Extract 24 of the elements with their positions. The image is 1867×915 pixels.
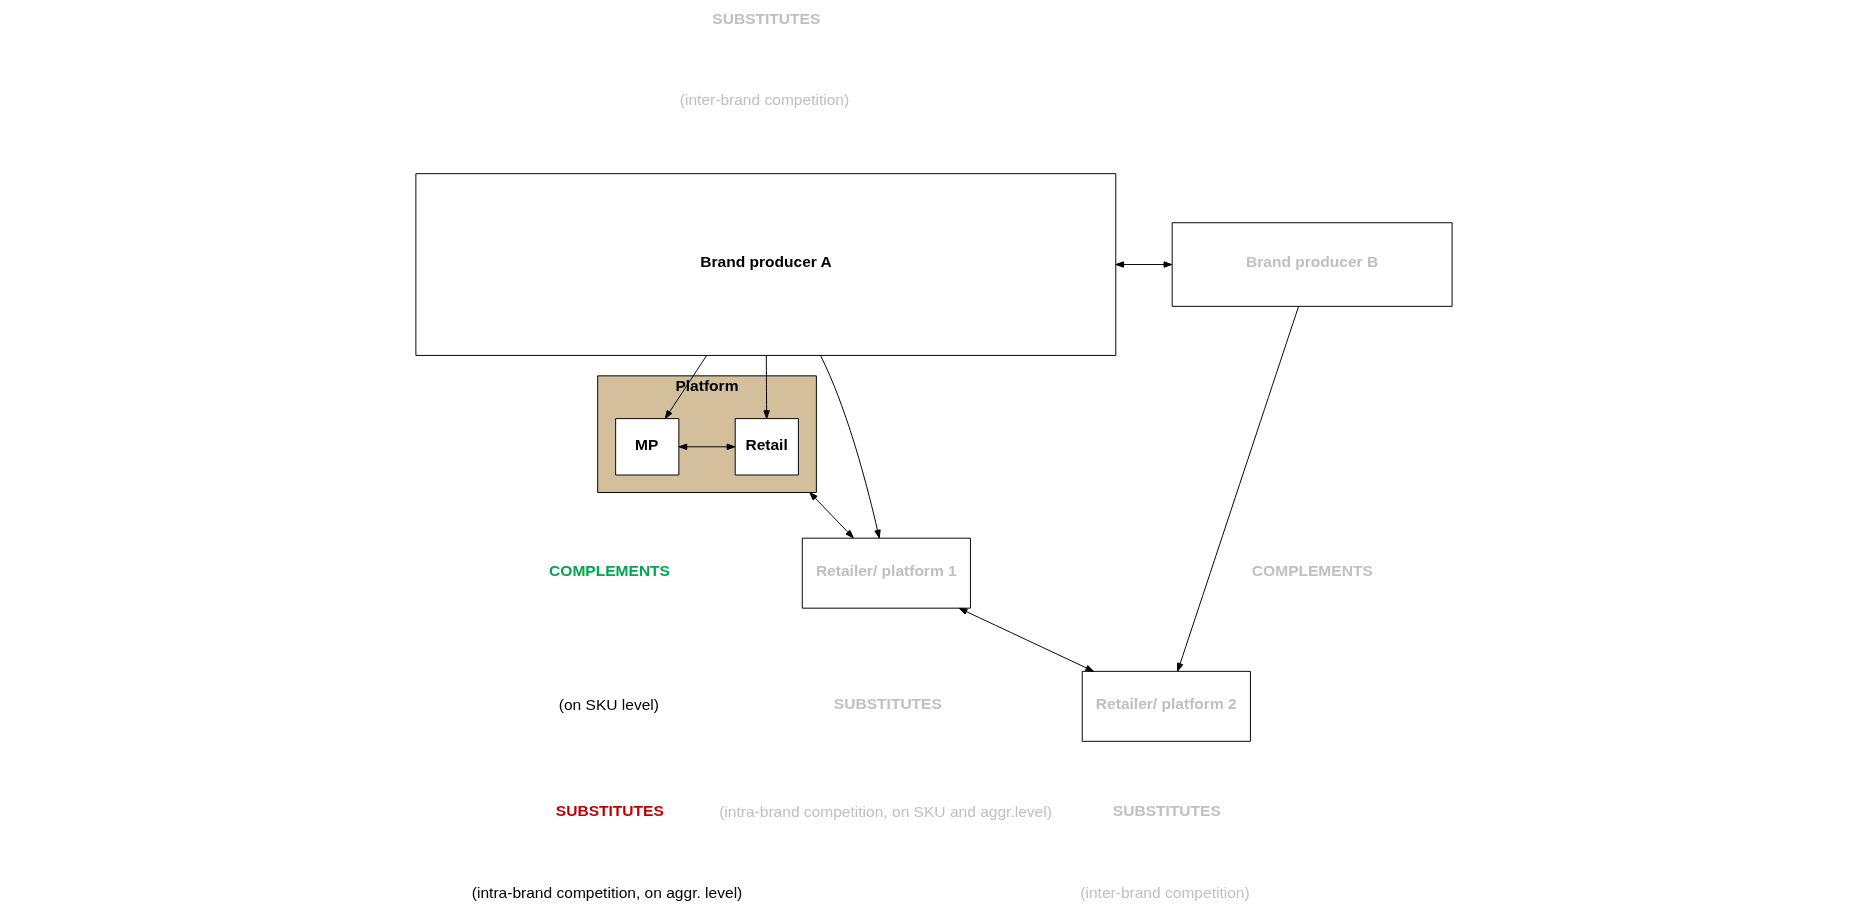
arrow	[808, 492, 854, 539]
label: (inter-brand competition)	[1079, 883, 1250, 901]
arrow	[1176, 306, 1299, 672]
node-box: Brand producer B	[1171, 222, 1453, 307]
label: COMPLEMENTS	[548, 561, 670, 579]
arrow	[819, 355, 881, 539]
label: SUBSTITUTES	[555, 802, 664, 819]
label: (inter-brand competition)	[679, 91, 849, 109]
arrow	[958, 607, 1094, 672]
arrow	[678, 443, 735, 450]
label: (on SKU level)	[558, 696, 659, 714]
node-box: Retailer/ platform 1	[801, 537, 971, 609]
label: SUBSTITUTES	[833, 695, 942, 713]
node-box: Retailer/ platform 2	[1081, 670, 1251, 742]
node-box: Brand producer A	[414, 173, 1116, 356]
label: (intra-brand competition, on SKU and aggr.level)	[718, 802, 1052, 820]
label: SUBSTITUTES	[1112, 802, 1221, 819]
label: (intra-brand competition, on aggr. level)	[471, 883, 742, 901]
label: COMPLEMENTS	[1251, 561, 1373, 579]
arrow	[762, 355, 770, 419]
node-box: MP	[614, 418, 679, 476]
node-box: Retail	[734, 418, 799, 476]
label: SUBSTITUTES	[711, 9, 820, 27]
arrow	[1114, 261, 1172, 268]
